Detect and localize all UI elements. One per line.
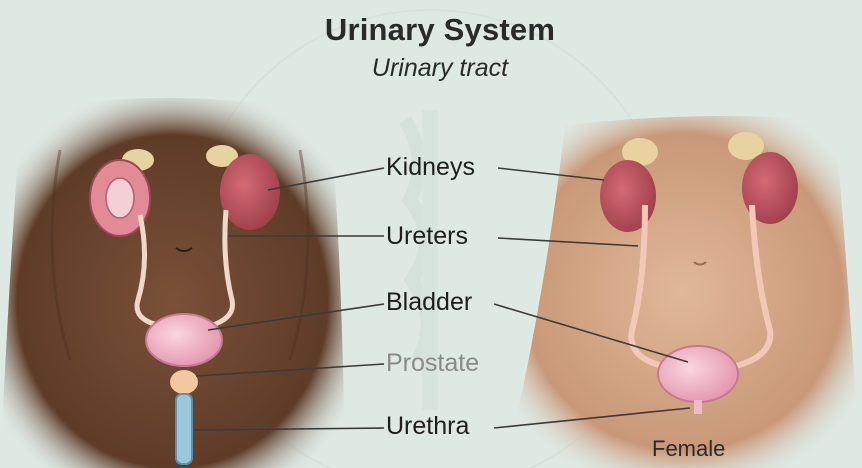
label-bladder: Bladder xyxy=(386,288,472,317)
bladder-male xyxy=(146,314,222,366)
urethra-male xyxy=(176,394,192,464)
diagram-title: Urinary System xyxy=(300,12,580,48)
prostate xyxy=(170,370,198,394)
female-torso xyxy=(505,116,860,468)
diagram-subtitle: Urinary tract xyxy=(300,54,580,83)
label-urethra: Urethra xyxy=(386,412,469,441)
label-ureters: Ureters xyxy=(386,222,468,251)
kidney-right xyxy=(220,154,280,230)
label-prostate: Prostate xyxy=(386,349,479,378)
bladder-female xyxy=(658,346,738,402)
label-kidneys: Kidneys xyxy=(386,153,475,182)
female-caption: Female xyxy=(652,436,725,462)
male-torso xyxy=(0,98,345,468)
urethra-female xyxy=(694,400,702,414)
